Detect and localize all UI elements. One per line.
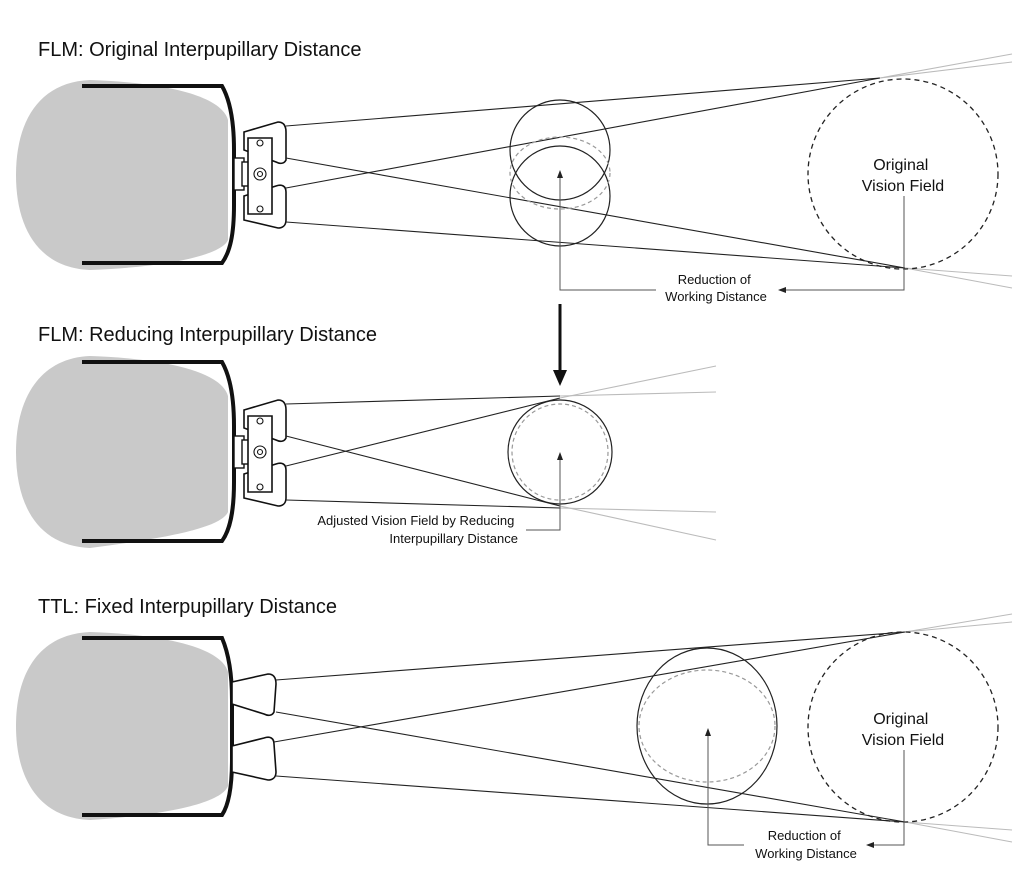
arrowhead-icon <box>866 842 874 848</box>
original-vision-field <box>807 631 999 823</box>
glasses-frame <box>82 84 236 265</box>
ray-lower-top <box>273 631 906 743</box>
callout-leader-right <box>784 196 905 291</box>
ray-upper-top <box>285 77 881 127</box>
overlap-field <box>509 136 611 210</box>
panel-title: TTL: Fixed Interpupillary Distance <box>38 596 337 618</box>
screw-icon <box>256 139 264 147</box>
callout-reduction-wd: Reduction of Working Distance <box>755 828 857 861</box>
panel-title: FLM: Reducing Interpupillary Distance <box>38 324 377 346</box>
ray-upper-bottom <box>275 711 906 823</box>
glasses-frame <box>82 636 234 817</box>
screw-icon <box>256 417 264 425</box>
callout-leader-right <box>872 750 905 846</box>
callout-reduction-wd: Reduction of Working Distance <box>665 272 767 304</box>
screw-icon <box>256 205 264 213</box>
arrowhead-icon <box>557 170 563 178</box>
callout-leader <box>526 458 561 531</box>
callout-leader-left <box>707 736 744 846</box>
head-silhouette <box>16 632 228 820</box>
arrowhead-icon <box>705 728 711 736</box>
arrowhead-icon <box>778 287 786 293</box>
panel-flm-reduced: FLM: Reducing Interpupillary Distance Ad… <box>16 324 717 548</box>
loupe-lower <box>231 736 277 781</box>
panel-title: FLM: Original Interpupillary Distance <box>38 39 361 61</box>
ray-lower-bottom <box>275 775 906 823</box>
reduced-vision-field <box>636 647 778 805</box>
ray-lower-top <box>285 77 881 189</box>
arrowhead-icon <box>557 452 563 460</box>
glasses-frame <box>82 360 236 543</box>
ray-upper-bottom <box>285 157 906 269</box>
head-silhouette <box>16 80 228 270</box>
callout-adjusted-field: Adjusted Vision Field by Reducing Interp… <box>317 513 518 546</box>
callout-leader-left <box>559 176 656 291</box>
panel-flm-original: FLM: Original Interpupillary Distance <box>16 39 1013 304</box>
head-silhouette <box>16 356 228 548</box>
original-vision-field <box>807 78 999 270</box>
transition-arrow-icon <box>553 304 567 386</box>
ray-upper-top <box>275 631 906 681</box>
ray-lower-top <box>285 397 561 467</box>
ray-lower-bottom <box>285 221 906 269</box>
ray-upper-bottom <box>285 435 561 507</box>
original-vision-field-label: Original Vision Field <box>862 711 944 749</box>
overlap-field <box>511 403 609 501</box>
screw-icon <box>256 483 264 491</box>
ray-lower-bottom <box>285 499 561 509</box>
original-vision-field-label: Original Vision Field <box>862 157 944 195</box>
panel-ttl-fixed: TTL: Fixed Interpupillary Distance Origi… <box>16 596 1013 861</box>
loupe-upper <box>231 673 277 717</box>
overlap-field <box>638 669 776 783</box>
ray-upper-top <box>285 395 561 405</box>
